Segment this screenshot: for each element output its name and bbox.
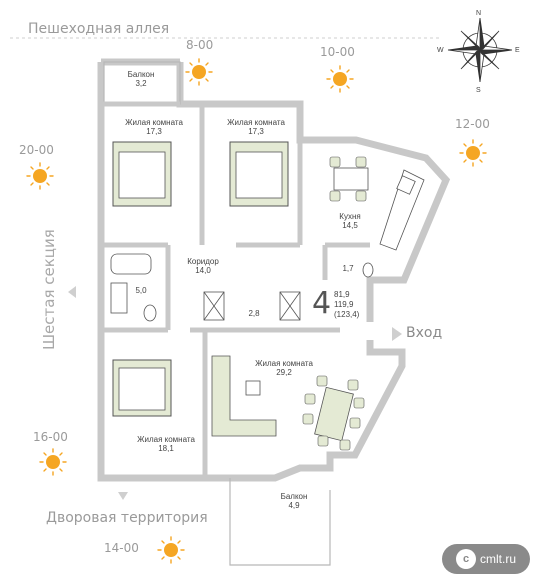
area-living: 81,9: [334, 290, 350, 299]
sun-icon: [26, 162, 54, 190]
room-living-3: Жилая комната 18,1: [120, 435, 212, 453]
apartment-areas: 81,9 119,9 (123,4): [334, 290, 359, 320]
side-left-label: Шестая секция: [40, 229, 58, 350]
entry-arrow-icon: [392, 327, 402, 341]
sink-icon: [110, 282, 128, 314]
bathtub-icon: [110, 253, 152, 275]
bed-icon: [112, 359, 172, 417]
street-top-label: Пешеходная аллея: [28, 21, 170, 37]
street-bottom-label: Дворовая территория: [46, 510, 208, 526]
room-area: 14,0: [195, 266, 211, 275]
bed-icon: [229, 141, 289, 207]
toilet-icon: [362, 262, 374, 278]
compass-n: N: [476, 10, 482, 17]
wardrobe-icon: [203, 291, 301, 321]
partitions: [101, 101, 370, 478]
sun-icon: [157, 536, 185, 564]
room-area: 4,9: [288, 501, 300, 510]
room-wc: 1,7: [342, 264, 354, 273]
toilet-icon: [143, 304, 157, 322]
kitchen-counter-icon: [379, 169, 425, 251]
sun-icon: [459, 139, 487, 167]
arrow-down-icon: [118, 492, 128, 500]
compass-icon: [447, 17, 513, 83]
cmlt-logo: c: [456, 549, 476, 569]
time-label: 16-00: [33, 430, 68, 444]
time-label: 12-00: [455, 117, 490, 131]
room-area: 17,3: [248, 127, 264, 136]
compass-s: S: [476, 87, 481, 94]
room-corridor: Коридор 14,0: [178, 257, 228, 275]
room-name: Коридор: [187, 257, 219, 266]
room-area: 3,2: [135, 79, 147, 88]
watermark-text: cmlt.ru: [480, 552, 516, 566]
room-name: Жилая комната: [137, 435, 195, 444]
compass-w: W: [437, 47, 444, 54]
arrow-left-icon: [68, 286, 76, 298]
sun-icon: [39, 448, 67, 476]
room-name: Балкон: [280, 492, 308, 501]
room-hall: 2,8: [248, 309, 260, 318]
time-label: 10-00: [320, 45, 355, 59]
room-area: 17,3: [146, 127, 162, 136]
bed-icon: [112, 141, 172, 207]
room-living-1: Жилая комната 17,3: [108, 118, 200, 136]
rooms-count: 4: [312, 286, 332, 321]
room-area: 29,2: [276, 368, 292, 377]
room-name: Жилая комната: [227, 118, 285, 127]
room-kitchen: Кухня 14,5: [330, 212, 370, 230]
room-balcony-bottom: Балкон 4,9: [274, 492, 314, 510]
room-balcony-top: Балкон 3,2: [118, 70, 164, 88]
room-living-4: Жилая комната 29,2: [238, 359, 330, 377]
watermark-badge: c cmlt.ru: [442, 544, 530, 574]
room-area: 14,5: [342, 221, 358, 230]
kitchen-table-icon: [329, 156, 369, 202]
room-name: Балкон: [127, 70, 155, 79]
area-with-balcony: (123,4): [334, 310, 360, 319]
time-label: 14-00: [104, 541, 139, 555]
room-name: Кухня: [339, 212, 361, 221]
room-living-2: Жилая комната 17,3: [210, 118, 302, 136]
room-bath: 5,0: [135, 286, 147, 295]
sun-icon: [326, 65, 354, 93]
room-name: Жилая комната: [255, 359, 313, 368]
balcony-bottom-outline: [229, 478, 331, 566]
dining-table-icon: [302, 375, 365, 451]
room-name: Жилая комната: [125, 118, 183, 127]
room-area: 18,1: [158, 444, 174, 453]
area-total: 119,9: [334, 300, 354, 309]
time-label: 20-00: [19, 143, 54, 157]
sun-icon: [185, 58, 213, 86]
entry-label: Вход: [406, 325, 443, 341]
compass-e: E: [515, 47, 520, 54]
time-label: 8-00: [186, 38, 214, 52]
sofa-icon: [211, 355, 277, 437]
